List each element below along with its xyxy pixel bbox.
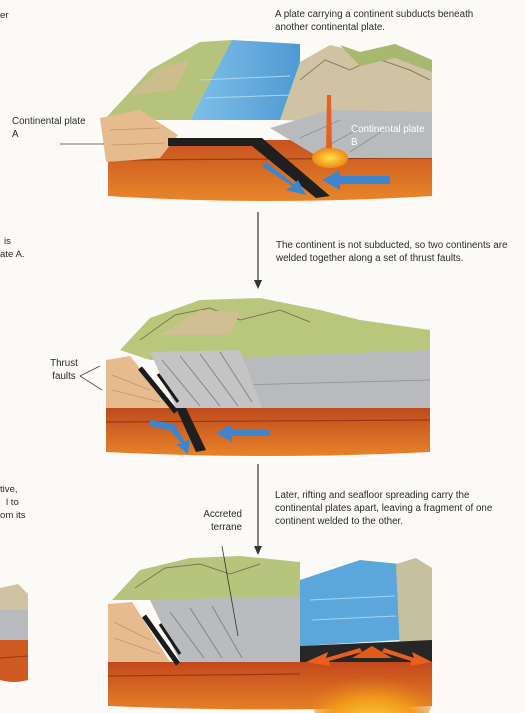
panel1-magma-chamber (312, 148, 348, 168)
panel2-label-thrust-faults: Thrust faults (40, 358, 88, 383)
left-fragment-6: om its (0, 510, 26, 523)
left-fragment-5: l to (6, 497, 19, 510)
panel2-caption: The continent is not subducted, so two c… (276, 240, 516, 266)
panel3-ocean (300, 560, 400, 646)
panel1-diagram (0, 0, 525, 210)
panel1-magma-chimney (326, 95, 332, 152)
panel3-terrain (112, 556, 300, 600)
panel1-label-plate-b: Continental plate B (351, 124, 431, 149)
transition-arrow-1 (252, 212, 264, 290)
panel3-diagram (0, 540, 525, 713)
left-fragment-3: ate A. (0, 249, 25, 262)
panel3-left-partial-block (0, 580, 30, 690)
left-fragment-2: is (4, 236, 11, 249)
left-fragment-4: tive, (0, 484, 18, 497)
panel3-label-accreted-terrane: Accreted terrane (178, 509, 242, 534)
panel2-terrain (120, 298, 430, 360)
panel1-label-plate-a: Continental plate A (12, 116, 90, 141)
panel3-caption: Later, rifting and seafloor spreading ca… (275, 490, 511, 528)
